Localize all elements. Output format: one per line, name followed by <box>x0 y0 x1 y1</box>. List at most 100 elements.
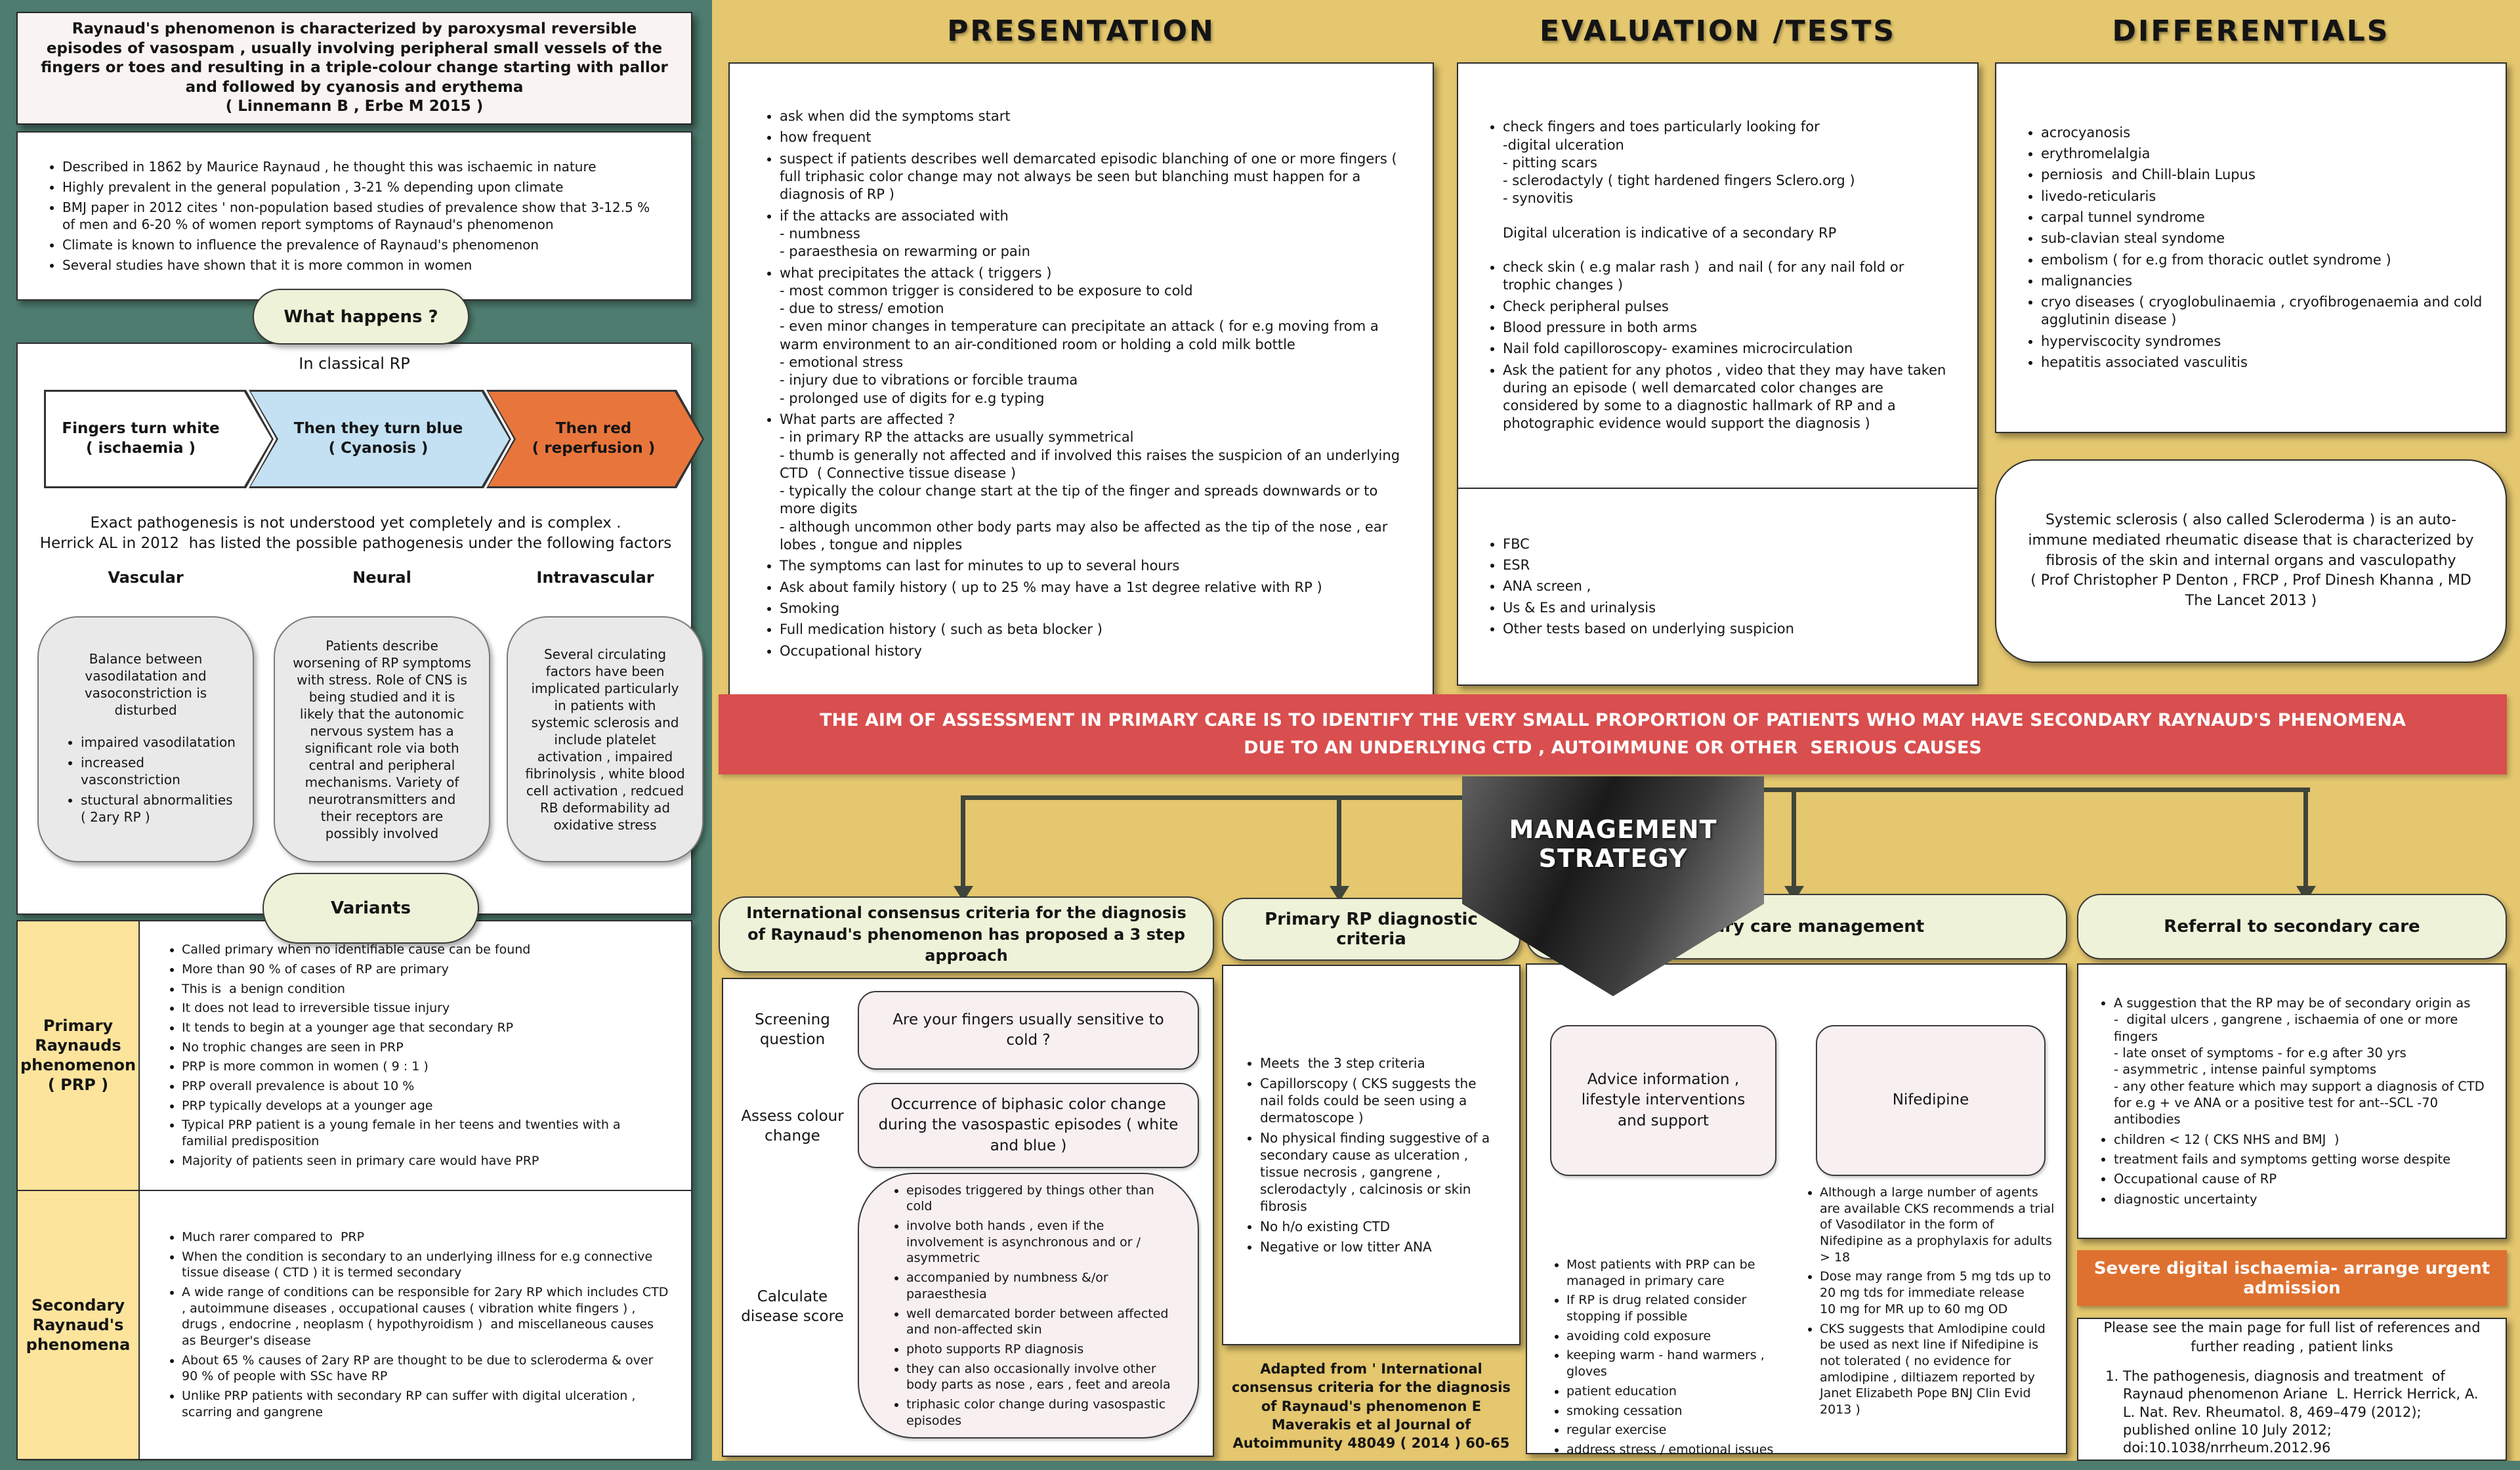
list-item: The pathogenesis, diagnosis and treatmen… <box>2123 1368 2491 1457</box>
list-item: What parts are affected ? - in primary R… <box>780 411 1401 554</box>
primary-criteria-box: Meets the 3 step criteriaCapillorscopy (… <box>1222 965 1521 1345</box>
list-item: carpal tunnel syndrome <box>2041 209 2486 226</box>
list-item: Occupational history <box>780 642 1401 660</box>
list-item: FBC <box>1503 536 1954 553</box>
list-item: ESR <box>1503 556 1954 574</box>
consensus-header-pill: International consensus criteria for the… <box>719 896 1214 973</box>
variants-row-primary: Primary Raynauds phenomenon ( PRP ) Call… <box>18 921 691 1190</box>
factor-label-intravascular: Intravascular <box>536 568 654 587</box>
list-item: Majority of patients seen in primary car… <box>182 1153 669 1169</box>
list-item: patient education <box>1566 1383 1788 1400</box>
list-item: Blood pressure in both arms <box>1503 319 1954 337</box>
aim-banner: THE AIM OF ASSESSMENT IN PRIMARY CARE IS… <box>719 694 2507 774</box>
list-item: sub-clavian steal syndome <box>2041 230 2486 247</box>
factor-label-vascular: Vascular <box>108 568 184 587</box>
list-item: malignancies <box>2041 272 2486 290</box>
list-item: children < 12 ( CKS NHS and BMJ ) <box>2114 1131 2490 1148</box>
list-item: Other tests based on underlying suspicio… <box>1503 620 1954 638</box>
list-item: If RP is drug related consider stopping … <box>1566 1292 1788 1324</box>
list-item: Much rarer compared to PRP <box>182 1229 669 1246</box>
variants-table: Primary Raynauds phenomenon ( PRP ) Call… <box>16 920 692 1460</box>
list-item: involve both hands , even if the involve… <box>906 1218 1175 1267</box>
list-item: Capillorscopy ( CKS suggests the nail fo… <box>1260 1075 1502 1126</box>
evaluation-exam-list-bottom: check skin ( e.g malar rash ) and nail (… <box>1478 255 1954 436</box>
list-item: Described in 1862 by Maurice Raynaud , h… <box>62 158 665 175</box>
primary-prp-list: Called primary when no identifiable caus… <box>157 938 669 1172</box>
list-item: Several studies have shown that it is mo… <box>62 257 665 274</box>
list-item: More than 90 % of cases of RP are primar… <box>182 961 669 978</box>
list-item: suspect if patients describes well demar… <box>780 150 1401 204</box>
list-item: Us & Es and urinalysis <box>1503 599 1954 617</box>
vascular-intro: Balance between vasodilatation and vasoc… <box>84 650 207 718</box>
assess-colour-box: Occurrence of biphasic color change duri… <box>858 1083 1199 1168</box>
list-item: livedo-reticularis <box>2041 188 2486 205</box>
factor-label-neural: Neural <box>352 568 411 587</box>
list-item: erythromelalgia <box>2041 145 2486 163</box>
list-item: About 65 % causes of 2ary RP are thought… <box>182 1353 669 1385</box>
classical-rp-label: In classical RP <box>299 354 410 373</box>
urgent-admission-banner: Severe digital ischaemia- arrange urgent… <box>2077 1250 2507 1306</box>
differentials-list: acrocyanosis erythromelalgia perniosis and… <box>2016 121 2486 375</box>
evaluation-header: EVALUATION /TESTS <box>1539 14 1897 48</box>
list-item: Meets the 3 step criteria <box>1260 1055 1502 1072</box>
list-item: A suggestion that the RP may be of secon… <box>2114 995 2490 1128</box>
list-item: if the attacks are associated with - num… <box>780 207 1401 261</box>
step-red: Then red ( reperfusion ) <box>486 390 704 488</box>
factor-box-intravascular: Several circulating factors have been im… <box>507 616 704 862</box>
list-item: hepatitis associated vasculitis <box>2041 354 2486 371</box>
list-item: Nail fold capilloroscopy- examines micro… <box>1503 340 1954 358</box>
list-item: stuctural abnormalities ( 2ary RP ) <box>81 791 236 826</box>
connector-left-horizontal <box>963 795 1462 800</box>
variants-row-secondary: Secondary Raynaud's phenomena Much rarer… <box>18 1189 691 1459</box>
connector-right-horizontal <box>1764 788 2310 792</box>
evaluation-labs-list: FBCESRANA screen ,Us & Es and urinalysis… <box>1478 532 1954 641</box>
list-item: Full medication history ( such as beta b… <box>780 621 1401 639</box>
list-item: diagnostic uncertainty <box>2114 1191 2490 1208</box>
primary-criteria-list: Meets the 3 step criteriaCapillorscopy (… <box>1235 1051 1502 1259</box>
connector-drop-1 <box>961 795 965 887</box>
list-item: keeping warm - hand warmers , gloves <box>1566 1347 1788 1379</box>
advice-box: Advice information , lifestyle intervent… <box>1550 1025 1776 1176</box>
list-item: No trophic changes are seen in PRP <box>182 1040 669 1056</box>
step-red-label: Then red ( reperfusion ) <box>532 420 656 457</box>
advice-list: Most patients with PRP can be managed in… <box>1542 1253 1788 1461</box>
list-item: well demarcated border between affected … <box>906 1306 1175 1338</box>
list-item: It tends to begin at a younger age that … <box>182 1020 669 1036</box>
list-item: Typical PRP patient is a young female in… <box>182 1117 669 1149</box>
differentials-box: acrocyanosis erythromelalgia perniosis and… <box>1995 62 2507 433</box>
nifedipine-list: Although a large number of agents are av… <box>1795 1181 2057 1421</box>
list-item: No physical finding suggestive of a seco… <box>1260 1129 1502 1215</box>
list-item: acrocyanosis <box>2041 124 2486 142</box>
evaluation-exam-list-top: check fingers and toes particularly look… <box>1478 115 1954 211</box>
list-item: No h/o existing CTD <box>1260 1218 1502 1235</box>
screening-question-label: Screening question <box>755 1011 830 1048</box>
list-item: Smoking <box>780 600 1401 618</box>
list-item: accompanied by numbness &/or paraesthesi… <box>906 1270 1175 1302</box>
evaluation-labs-box: FBCESRANA screen ,Us & Es and urinalysis… <box>1457 488 1979 686</box>
primary-care-box: Advice information , lifestyle intervent… <box>1526 963 2067 1457</box>
list-item: perniosis and Chill-blain Lupus <box>2041 166 2486 184</box>
list-item: Highly prevalent in the general populati… <box>62 178 665 196</box>
adapted-from-footnote: Adapted from ' International consensus c… <box>1232 1361 1511 1452</box>
list-item: Ask the patient for any photos , video t… <box>1503 362 1954 433</box>
presentation-list: ask when did the symptoms starthow frequ… <box>755 104 1401 663</box>
list-item: address stress / emotional issues <box>1566 1442 1788 1458</box>
connector-drop-4 <box>2303 788 2308 887</box>
scleroderma-note-box: Systemic sclerosis ( also called Sclerod… <box>1995 459 2507 663</box>
list-item: hyperviscocity syndromes <box>2041 333 2486 350</box>
referral-box: A suggestion that the RP may be of secon… <box>2077 963 2507 1239</box>
list-item: episodes triggered by things other than … <box>906 1183 1175 1215</box>
list-item: cryo diseases ( cryoglobulinaemia , cryo… <box>2041 293 2486 329</box>
references-note: Please see the main page for full list o… <box>2103 1320 2485 1354</box>
disease-score-box: episodes triggered by things other than … <box>858 1173 1199 1438</box>
references-box: Please see the main page for full list o… <box>2077 1318 2507 1461</box>
list-item: When the condition is secondary to an un… <box>182 1249 669 1281</box>
list-item: Called primary when no identifiable caus… <box>182 942 669 958</box>
list-item: This is a benign condition <box>182 981 669 998</box>
references-list: The pathogenesis, diagnosis and treatmen… <box>2093 1365 2491 1460</box>
list-item: BMJ paper in 2012 cites ' non-population… <box>62 199 665 233</box>
history-box: Described in 1862 by Maurice Raynaud , h… <box>16 131 692 301</box>
list-item: Occupational cause of RP <box>2114 1171 2490 1187</box>
list-item: regular exercise <box>1566 1422 1788 1438</box>
